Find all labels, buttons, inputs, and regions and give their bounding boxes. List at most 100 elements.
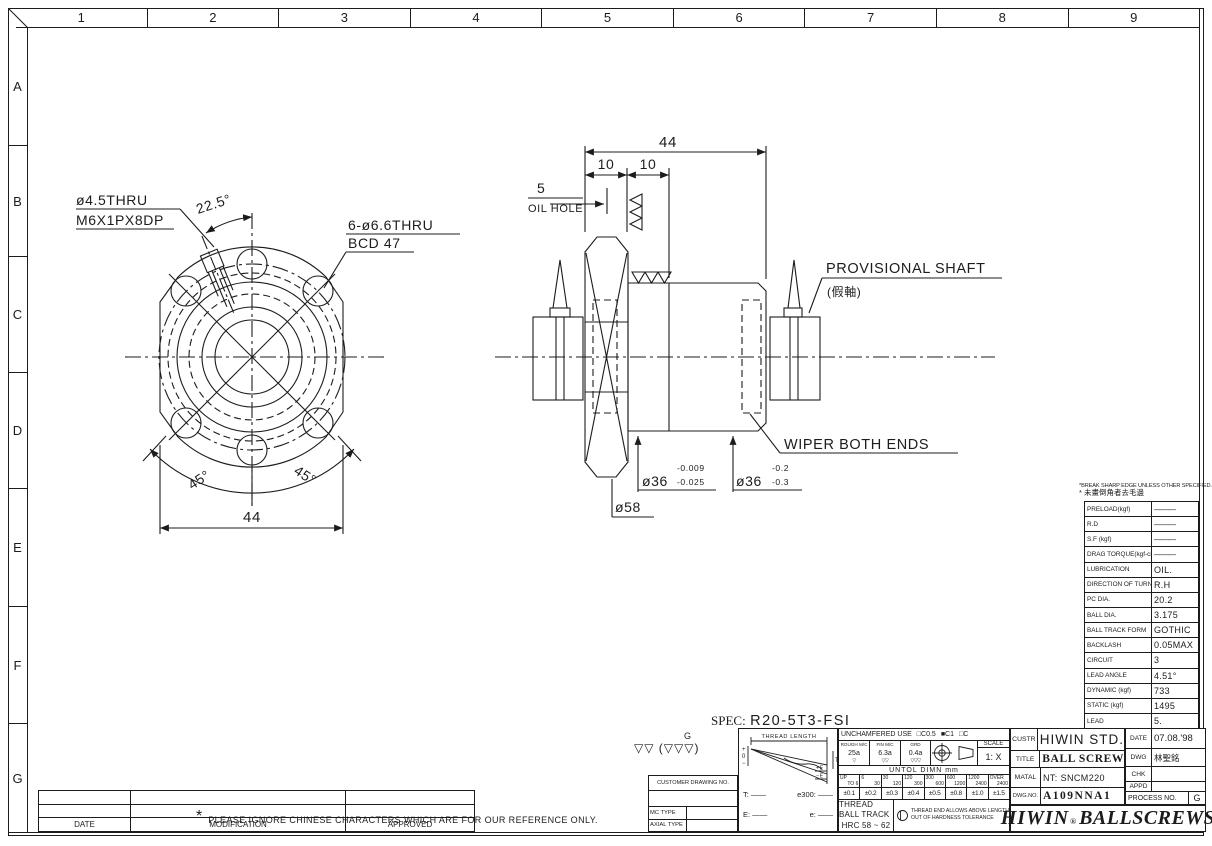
- ext-line: [337, 435, 362, 462]
- process-row: PROCESS NO. G: [1126, 791, 1205, 804]
- rough-triangle-icon: ▽: [852, 758, 856, 765]
- hole-callout: ø4.5THRU: [76, 192, 148, 208]
- edge-notes: *BREAK SHARP EDGE UNLESS OTHER SPECIFIED…: [1079, 483, 1212, 498]
- rough-mc-cell: ROUGH M/C 25a ▽: [839, 741, 870, 766]
- bolt-callout: 6-ø6.6THRU: [348, 217, 433, 233]
- row-value: ———: [1154, 519, 1176, 529]
- c05-option: □C0.5: [916, 731, 936, 739]
- projection-symbol-cell: [931, 741, 978, 766]
- date-row: DATE 07.08.'98: [1126, 729, 1205, 748]
- dim-10b: 10: [640, 156, 657, 172]
- angle-dim-arc: [205, 214, 253, 234]
- angle-45-left: 45°: [185, 467, 213, 493]
- surface-grade-label: G: [684, 731, 692, 741]
- axial-type-label: AXIAL TYPE: [649, 819, 687, 831]
- t-label: T:: [743, 790, 749, 799]
- table-row: PRELOAD(kgf)———: [1085, 502, 1198, 517]
- thread-length-box: THREAD LENGTH + 0 − T +E −E T: —— e300: …: [738, 728, 839, 832]
- bore-circle: [214, 319, 290, 395]
- customer-drawing-no-value: [649, 791, 737, 807]
- side-view: [495, 146, 1002, 518]
- tol-cell: ±0.2: [860, 788, 882, 799]
- rev-approved-header: APPROVED: [387, 820, 433, 830]
- tol-cell: ±0.5: [925, 788, 946, 799]
- top-ruler: 1 2 3 4 5 6 7 8 9: [16, 8, 1199, 28]
- row-label: DIRECTION OF TURN: [1085, 577, 1152, 592]
- thread-length-diagram: THREAD LENGTH + 0 − T +E −E: [742, 734, 839, 784]
- customer-box: CUSTOMER DRAWING NO. MC TYPE AXIAL TYPE: [648, 775, 738, 832]
- unchamfered-label: UNCHAMFERED USE: [841, 731, 912, 739]
- tol-cell: ±0.8: [946, 788, 968, 799]
- e300-value: ——: [818, 790, 833, 799]
- hrc-cell: THREAD BALL TRACK HRC 58 ~ 62: [839, 799, 894, 831]
- thread-end-cell: THREAD END ALLOWS ABOVE LENGTH OUT OF HA…: [894, 800, 1009, 831]
- customer-drawing-no-header: CUSTOMER DRAWING NO.: [649, 776, 737, 791]
- leader-line: [808, 277, 823, 314]
- mc-type-label: MC TYPE: [649, 807, 687, 819]
- dwgno-row: DWG.NO. A109NNA1: [1011, 787, 1124, 804]
- side-view-labels: 44 10 10 5 OIL HOLE PROVISIONAL SHAFT (假…: [528, 134, 985, 515]
- grd-value: 0.4a: [908, 749, 923, 757]
- dwgno-label: DWG.NO.: [1011, 788, 1041, 804]
- fin-triangle-icon: ▽▽: [881, 758, 889, 765]
- c-option: □C: [959, 731, 969, 739]
- ruler-col: 8: [935, 8, 1068, 27]
- row-label: LUBRICATION: [1085, 562, 1152, 577]
- dwg-value: 林聖銘: [1154, 752, 1180, 763]
- dim-10a: 10: [598, 156, 615, 172]
- chk-row: CHK: [1126, 766, 1205, 781]
- root-circle-dashed: [188, 293, 316, 421]
- inner-border-bottom: [8, 832, 1204, 833]
- rough-label: ROUGH M/C: [840, 742, 868, 748]
- E-label: E:: [743, 810, 751, 819]
- row-value: 0.05MAX: [1154, 640, 1194, 651]
- sheet-border: [8, 8, 1204, 836]
- dia-36-1-tol-lower: -0.025: [677, 477, 705, 487]
- row-value: ———: [1154, 549, 1176, 559]
- t-value: ——: [750, 790, 766, 799]
- row-label: LEAD ANGLE: [1085, 668, 1152, 683]
- row-label: PRELOAD(kgf): [1085, 502, 1152, 517]
- company-logo: HIWIN ® BALLSCREWS: [1001, 805, 1212, 832]
- rev-date-header: DATE: [39, 818, 131, 832]
- chk-value: [1152, 767, 1205, 781]
- appd-value: [1152, 782, 1205, 791]
- row-value: GOTHIC: [1154, 625, 1191, 636]
- table-row: DYNAMIC (kgf)733: [1085, 682, 1198, 698]
- row-value: 1495: [1154, 700, 1176, 711]
- oil-hole-label: OIL HOLE: [528, 203, 583, 215]
- table-row: PC DIA.20.2: [1085, 591, 1198, 607]
- mc-type-row: MC TYPE: [649, 807, 737, 820]
- appd-label: APPD: [1126, 782, 1152, 791]
- chk-label: CHK: [1126, 767, 1152, 781]
- note-break-edge: *BREAK SHARP EDGE UNLESS OTHER SPECIFIED…: [1079, 483, 1212, 489]
- tol-cell: ±1.5: [993, 790, 1005, 798]
- row-value: 4.51°: [1154, 670, 1177, 681]
- signature-box: DATE 07.08.'98 DWG 林聖銘 CHK APPD PROCESS …: [1125, 728, 1206, 805]
- revision-row: [39, 791, 474, 804]
- rev-modification-header: MODIFICATION: [131, 818, 346, 832]
- thread-length-label: THREAD LENGTH: [761, 734, 816, 740]
- row-label: DYNAMIC (kgf): [1085, 683, 1152, 698]
- dia-36-1: ø36: [642, 473, 668, 489]
- angle-225-label: 22.5°: [194, 191, 233, 217]
- plus-e-mark: +E: [816, 766, 824, 772]
- row-value: OIL.: [1154, 564, 1173, 575]
- matal-row: MATAL NT: SNCM220: [1011, 766, 1124, 788]
- overall-dim-44: 44: [659, 134, 677, 151]
- grd-label: GRD: [910, 742, 921, 748]
- spec-prefix: SPEC:: [711, 713, 746, 728]
- ruler-col: 5: [541, 8, 673, 27]
- spec-table: PRELOAD(kgf)——— R.D——— S.F (kgf)——— DRAG…: [1084, 501, 1199, 729]
- thread-end-note: THREAD END ALLOWS ABOVE LENGTH OUT OF HA…: [910, 808, 1009, 822]
- bolt-hole: [170, 407, 202, 439]
- inner-border-right: [1199, 8, 1200, 832]
- title-label: TITLE: [1011, 751, 1041, 767]
- ruler-col: 4: [409, 8, 542, 27]
- row-value: R.H: [1154, 579, 1171, 590]
- row-label: S.F (kgf): [1085, 532, 1152, 547]
